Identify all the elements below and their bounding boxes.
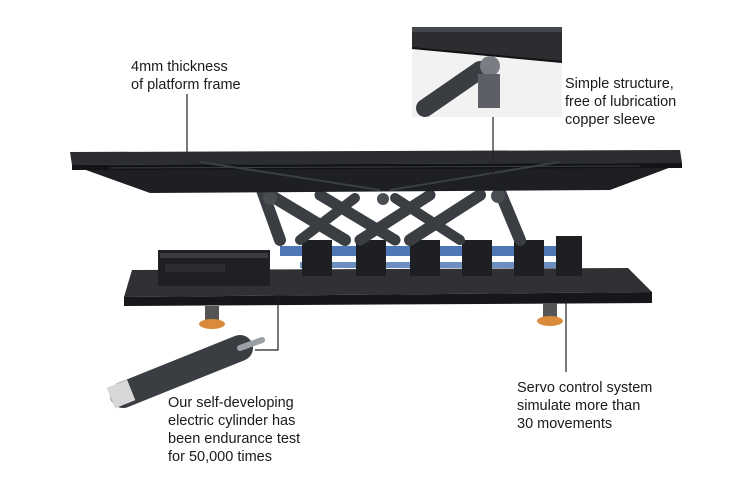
actuator-arms	[256, 184, 526, 246]
joint-hubs	[263, 189, 505, 205]
callout-line: of platform frame	[131, 77, 241, 93]
frame-thickness-callout: 4mm thickness of platform frame	[131, 58, 241, 94]
leveling-feet	[199, 303, 563, 329]
electric-cylinder-callout: Our self-developing electric cylinder ha…	[168, 394, 300, 466]
callout-line: simulate more than	[517, 398, 641, 414]
callout-line: Our self-developing	[168, 395, 294, 411]
callout-line: copper sleeve	[565, 112, 656, 128]
electric-cylinder-inset	[106, 335, 265, 409]
joint-detail-inset	[411, 27, 563, 117]
top-platform-frame	[70, 150, 682, 193]
servo-control-callout: Servo control system simulate more than …	[517, 379, 652, 433]
servo-drives	[280, 236, 582, 276]
callout-line: been endurance test	[168, 431, 301, 447]
callout-line: electric cylinder has	[168, 413, 296, 429]
structure-callout: Simple structure, free of lubrication co…	[565, 75, 676, 129]
callout-line: for 50,000 times	[168, 449, 272, 465]
controller-box	[158, 250, 270, 286]
callout-line: 30 movements	[517, 416, 613, 432]
leader-lines	[186, 94, 567, 372]
callout-line: Servo control system	[517, 380, 653, 396]
callout-line: Simple structure,	[565, 76, 674, 92]
callout-line: 4mm thickness	[131, 59, 228, 75]
callout-line: free of lubrication	[565, 94, 677, 110]
